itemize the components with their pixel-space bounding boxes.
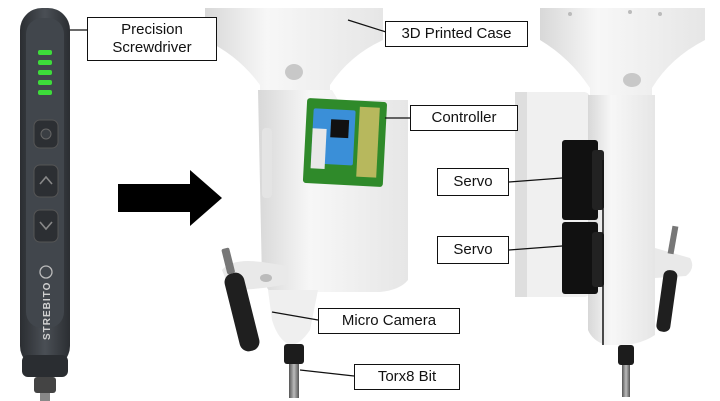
label-controller: Controller — [410, 105, 518, 131]
servo-bottom — [562, 222, 598, 294]
label-servo-bottom-text: Servo — [453, 241, 493, 258]
servo-top — [562, 140, 598, 220]
brand-text: STREBITO — [42, 282, 53, 340]
controller-board — [302, 98, 387, 187]
right-arrow-icon — [118, 170, 222, 226]
label-servo-top: Servo — [437, 168, 509, 196]
down-button — [33, 209, 59, 243]
label-controller-text: Controller — [431, 109, 497, 126]
label-precision-screwdriver: Precision Screwdriver — [87, 17, 217, 61]
precision-screwdriver: STREBITO — [20, 8, 70, 401]
assembly-side-view — [515, 8, 705, 397]
label-printed-case: 3D Printed Case — [385, 21, 528, 47]
label-micro-camera-text: Micro Camera — [341, 312, 437, 329]
brand-logo-icon — [39, 265, 53, 279]
label-torx-bit: Torx8 Bit — [354, 364, 460, 390]
assembly-front-view — [205, 8, 408, 398]
label-servo-bottom: Servo — [437, 236, 509, 264]
label-torx-bit-text: Torx8 Bit — [377, 368, 437, 385]
label-printed-case-text: 3D Printed Case — [401, 25, 512, 42]
label-precision-line2: Screwdriver — [112, 39, 192, 56]
label-precision-line1: Precision — [121, 21, 183, 38]
up-button — [33, 164, 59, 198]
led-indicator-bars — [38, 50, 52, 95]
label-servo-top-text: Servo — [453, 173, 493, 190]
label-micro-camera: Micro Camera — [318, 308, 460, 334]
